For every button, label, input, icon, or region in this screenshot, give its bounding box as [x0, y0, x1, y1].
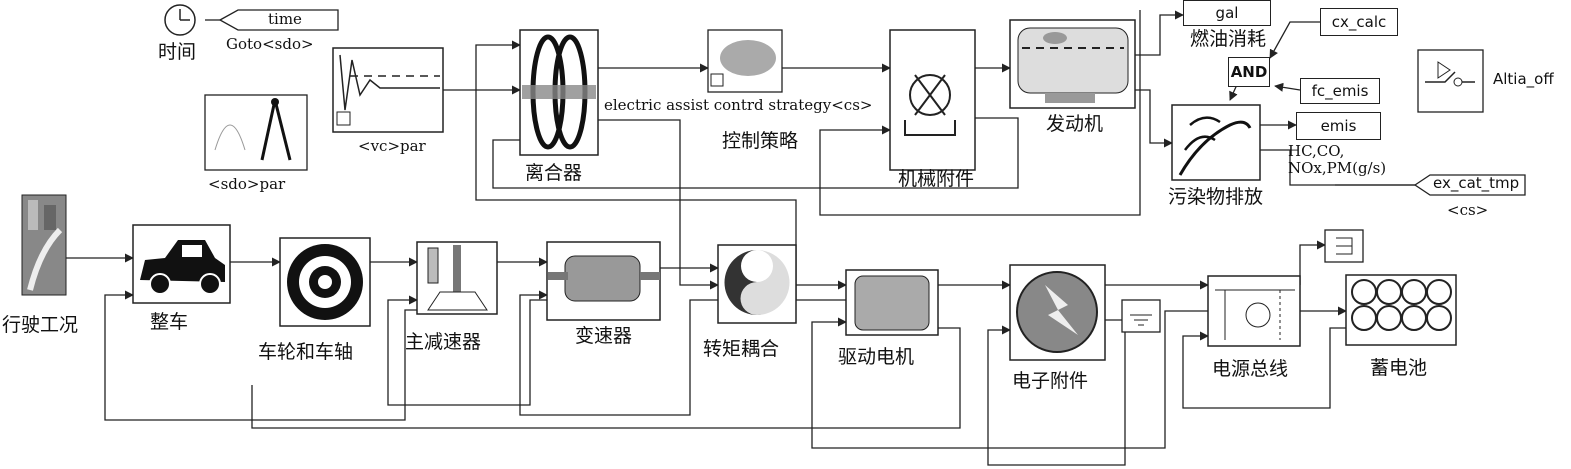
torque-coupler-icon: [717, 244, 797, 324]
connection-lines: [66, 10, 1415, 466]
scope-icon: [332, 47, 444, 133]
ground-icon: [1121, 299, 1161, 333]
cx-calc-box: cx_calc: [1320, 8, 1398, 36]
time-tag-label: time: [268, 10, 302, 28]
engine-label: 发动机: [1046, 113, 1104, 135]
terminator-icon: [1324, 229, 1364, 263]
goto-sdo-label: Goto<sdo>: [226, 35, 314, 53]
vc-par-label: <vc>par: [358, 137, 426, 155]
cs-label: <cs>: [1447, 201, 1489, 219]
torque-coupler-label: 转矩耦合: [703, 338, 780, 360]
pollutants-label: HC,CO, NOx,PM(g/s): [1288, 142, 1387, 177]
power-bus-label: 电源总线: [1212, 358, 1289, 380]
from-tag: [1413, 174, 1526, 196]
gearbox-icon: [546, 241, 661, 321]
clock-label: 时间: [158, 41, 197, 63]
power-bus-icon: [1207, 275, 1301, 347]
and-gate: AND: [1228, 57, 1270, 87]
fc-emis-box: fc_emis: [1300, 78, 1380, 104]
emissions-label: 污染物排放: [1168, 186, 1264, 208]
brain-icon: [707, 29, 783, 93]
vehicle-label: 整车: [150, 311, 189, 333]
mechanical-accessory-icon: [889, 29, 976, 171]
switch-icon: [1417, 49, 1484, 113]
lightning-icon: [1009, 264, 1106, 361]
clutch-label: 离合器: [525, 162, 583, 184]
ex-cat-tmp-label: ex_cat_tmp: [1433, 174, 1520, 192]
car-icon: [132, 224, 231, 304]
sdo-par-label: <sdo>par: [208, 175, 286, 193]
clutch-icon: [519, 29, 599, 156]
fuel-use-label: 燃油消耗: [1190, 28, 1267, 50]
compass-icon: [204, 94, 308, 171]
mech-accessory-label: 机械附件: [898, 168, 975, 190]
emissions-icon: [1171, 104, 1261, 181]
road-icon: [21, 194, 67, 296]
clock-icon: [164, 4, 196, 36]
drive-cycle-label: 行驶工况: [2, 314, 79, 336]
battery-label: 蓄电池: [1370, 357, 1428, 379]
motor-icon: [845, 269, 939, 336]
final-drive-icon: [416, 241, 498, 315]
elec-accessory-label: 电子附件: [1012, 370, 1089, 392]
altia-off-label: Altia_off: [1493, 70, 1554, 88]
goto-tag: [218, 9, 339, 31]
battery-icon: [1345, 274, 1457, 346]
strategy-cs-label: electric assist contrd strategy<cs>: [604, 96, 873, 114]
gearbox-label: 变速器: [575, 325, 633, 347]
final-drive-label: 主减速器: [405, 331, 482, 353]
control-strategy-label: 控制策略: [722, 130, 799, 152]
gal-box: gal: [1183, 0, 1271, 26]
engine-icon: [1009, 19, 1136, 109]
emis-box: emis: [1296, 112, 1381, 140]
wheel-axle-label: 车轮和车轴: [258, 341, 354, 363]
wheel-icon: [279, 237, 371, 327]
motor-label: 驱动电机: [838, 346, 915, 368]
